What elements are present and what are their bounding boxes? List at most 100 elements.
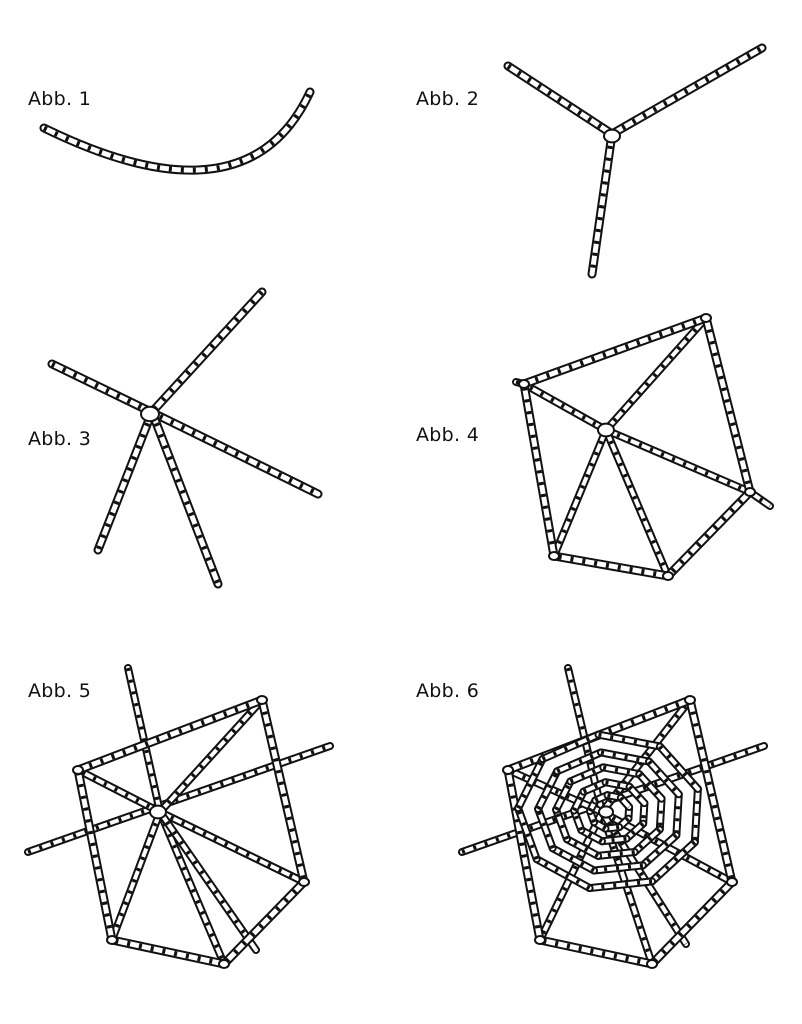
spoke-1 (602, 314, 710, 434)
spoke-extra (598, 808, 690, 948)
figure-label-6: Abb. 6 (416, 680, 480, 702)
frame-side-5 (519, 313, 711, 389)
spoke-2 (602, 426, 754, 496)
stick-down (587, 129, 617, 279)
figure-label-4: Abb. 4 (416, 424, 480, 446)
center-knot (603, 128, 621, 144)
frame-corner-knot-5 (502, 765, 514, 775)
frame-corner-knot-3 (218, 959, 230, 969)
spoke-extra (156, 808, 260, 954)
weave-ring-1-segment-6 (514, 754, 547, 813)
weave-ring-4-segment-9 (625, 782, 649, 808)
figure-4-drawing (512, 313, 774, 581)
stick-lower-left (93, 407, 157, 555)
frame-corner-knot-2 (298, 877, 310, 887)
spoke-4 (108, 808, 164, 944)
weave-ring-2-segment-7 (553, 748, 605, 776)
figure-5-drawing (24, 664, 334, 969)
figure-6-drawing (458, 664, 768, 969)
weave-ring-1-segment-5 (514, 804, 541, 864)
figure-label-2: Abb. 2 (416, 88, 480, 110)
weave-ring-3-segment-7 (566, 763, 608, 786)
weave-ring-2-segment-3 (590, 861, 647, 875)
weave-ring-1-segment-8 (594, 730, 664, 751)
spoke-1 (156, 696, 266, 816)
weave-ring-1-segment-9 (655, 742, 702, 793)
weave-ring-2-segment-8 (596, 748, 654, 766)
frame-corner-knot-5 (518, 379, 530, 389)
figure-1-drawing (39, 87, 315, 175)
frame-side-4 (73, 765, 117, 945)
frame-corner-knot-1 (700, 313, 712, 323)
frame-corner-knot-1 (256, 695, 268, 705)
spoke-4 (550, 426, 610, 560)
weave-ring-3-segment-1 (655, 794, 666, 834)
figure-label-3: Abb. 3 (28, 428, 92, 450)
weave-ring-2-segment-1 (672, 790, 683, 840)
weave-ring-3-segment-3 (594, 848, 639, 860)
weave-ring-3-segment-5 (552, 805, 571, 844)
stick-upper (147, 287, 267, 417)
stick-left (503, 61, 617, 139)
spoke-5 (504, 766, 606, 816)
frame-corner-knot-3 (646, 959, 658, 969)
frame-side-1 (685, 695, 737, 887)
curved-stick (39, 87, 315, 175)
frame-side-2 (647, 877, 737, 969)
spoke-5 (520, 380, 610, 434)
frame-corner-knot-1 (684, 695, 696, 705)
weave-ring-5-segment-9 (616, 793, 634, 811)
figure-3-drawing (47, 287, 323, 589)
weave-ring-4-segment-8 (601, 778, 634, 791)
weave-ring-2-segment-4 (548, 844, 599, 875)
center-knot (597, 422, 615, 438)
spoke-2 (156, 808, 308, 886)
spoke-5 (74, 766, 164, 816)
frame-side-3 (535, 935, 657, 969)
frame-side-1 (257, 695, 309, 887)
weave-ring-2-segment-2 (638, 831, 681, 870)
weave-ring-2-segment-5 (534, 805, 557, 853)
weave-ring-3-segment-9 (635, 770, 666, 803)
weave-ring-3-segment-8 (599, 763, 644, 779)
frame-side-3 (549, 551, 673, 581)
spoke-3 (602, 426, 672, 580)
frame-side-2 (219, 877, 309, 969)
center-knot (149, 804, 167, 820)
weave-ring-3-segment-6 (552, 777, 575, 814)
frame-corner-knot-2 (744, 487, 756, 497)
frame-side-5 (73, 695, 267, 775)
figure-2-drawing (503, 43, 767, 279)
frame-corner-knot-3 (662, 571, 674, 581)
center-knot (598, 805, 614, 819)
stick-right (607, 43, 767, 139)
weave-ring-3-segment-4 (562, 835, 603, 860)
vertical-cross-stick (124, 664, 164, 816)
frame-side-2 (663, 487, 755, 581)
figure-label-5: Abb. 5 (28, 680, 92, 702)
center-knot (140, 405, 160, 423)
frame-side-3 (107, 935, 229, 969)
weave-ring-1-segment-7 (538, 730, 603, 763)
weave-ring-1-segment-2 (648, 838, 699, 886)
weave-ring-1-segment-1 (690, 784, 702, 847)
frame-corner-knot-4 (548, 551, 560, 561)
frame-side-4 (519, 379, 559, 561)
frame-corner-knot-4 (106, 935, 118, 945)
weave-ring-1-segment-4 (532, 855, 594, 893)
stick-lower-right (147, 407, 223, 589)
weave-ring-2-segment-6 (534, 767, 562, 814)
weave-ring-2-segment-9 (645, 757, 683, 799)
frame-side-4 (503, 765, 545, 945)
weave-ring-3-segment-2 (630, 825, 664, 857)
stick-horizontal (47, 359, 323, 499)
figure-label-1: Abb. 1 (28, 88, 92, 110)
frame-corner-knot-2 (726, 877, 738, 887)
frame-side-1 (701, 313, 755, 497)
spoke-3 (156, 808, 228, 968)
frame-corner-knot-4 (534, 935, 546, 945)
frame-corner-knot-5 (72, 765, 84, 775)
weave-ring-4-segment-3 (598, 834, 631, 846)
weave-ring-1-segment-3 (585, 877, 657, 893)
